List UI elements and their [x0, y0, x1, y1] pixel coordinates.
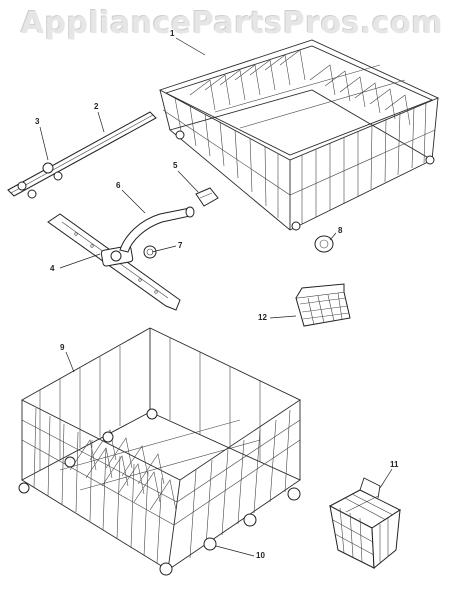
leader-lines — [39, 37, 393, 557]
callout-8: 8 — [338, 226, 343, 235]
callout-5: 5 — [173, 161, 178, 170]
upper-rack — [158, 39, 440, 231]
callout-9: 9 — [60, 343, 65, 352]
small-utensil-basket — [295, 283, 351, 327]
callout-1: 1 — [170, 29, 175, 38]
rack-clip — [195, 187, 219, 207]
callout-4: 4 — [50, 264, 55, 273]
callout-6: 6 — [116, 181, 121, 190]
callout-10: 10 — [256, 551, 265, 560]
callout-12: 12 — [258, 313, 267, 322]
rack-slide-rail — [7, 111, 157, 199]
spray-arm-supply-tube — [119, 206, 195, 253]
lower-rack — [18, 327, 301, 571]
callout-2: 2 — [94, 102, 99, 111]
callout-11: 11 — [390, 460, 399, 469]
callout-3: 3 — [35, 117, 40, 126]
watermark-logo: AppliancePartsPros.com — [20, 6, 444, 41]
silverware-basket — [328, 477, 402, 570]
lower-spray-arm — [47, 213, 181, 311]
spray-arm-bearing — [143, 245, 157, 259]
callout-7: 7 — [178, 241, 183, 250]
rack-wheel — [314, 235, 334, 253]
lower-rack-wheels — [159, 487, 301, 576]
